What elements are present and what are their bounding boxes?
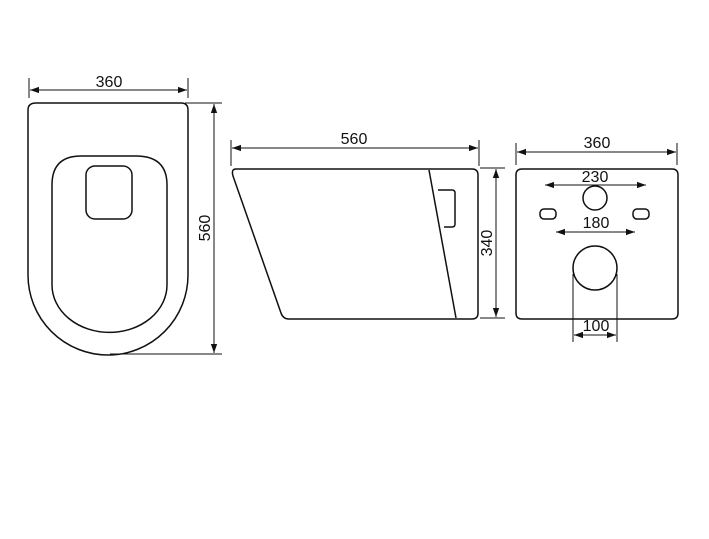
top-depth-label: 560 xyxy=(197,215,214,242)
rear-left-fixing-slot xyxy=(539,208,557,220)
side-wall-line xyxy=(428,169,457,319)
seat-opening-outline xyxy=(51,155,168,334)
side-inlet-recess xyxy=(438,189,456,228)
rear-outlet-label: 100 xyxy=(583,318,610,335)
top-view: 360 560 xyxy=(27,74,222,356)
rear-fixing-spacing-label: 180 xyxy=(583,215,610,232)
rear-body-outline xyxy=(515,168,679,320)
bowl-outline xyxy=(27,102,189,356)
side-body-outline xyxy=(231,168,479,320)
rear-waste-outlet xyxy=(572,245,618,291)
rear-bolt-spacing-label: 230 xyxy=(582,169,609,186)
top-width-label: 360 xyxy=(96,74,123,91)
side-view: 560 340 xyxy=(230,131,505,320)
rear-view: 360 230 180 100 xyxy=(515,135,679,342)
side-length-label: 560 xyxy=(341,131,368,148)
side-height-label: 340 xyxy=(479,230,496,257)
rear-right-fixing-slot xyxy=(632,208,650,220)
rear-width-label: 360 xyxy=(584,135,611,152)
water-inlet-opening xyxy=(85,165,133,220)
rear-water-inlet xyxy=(582,185,608,211)
